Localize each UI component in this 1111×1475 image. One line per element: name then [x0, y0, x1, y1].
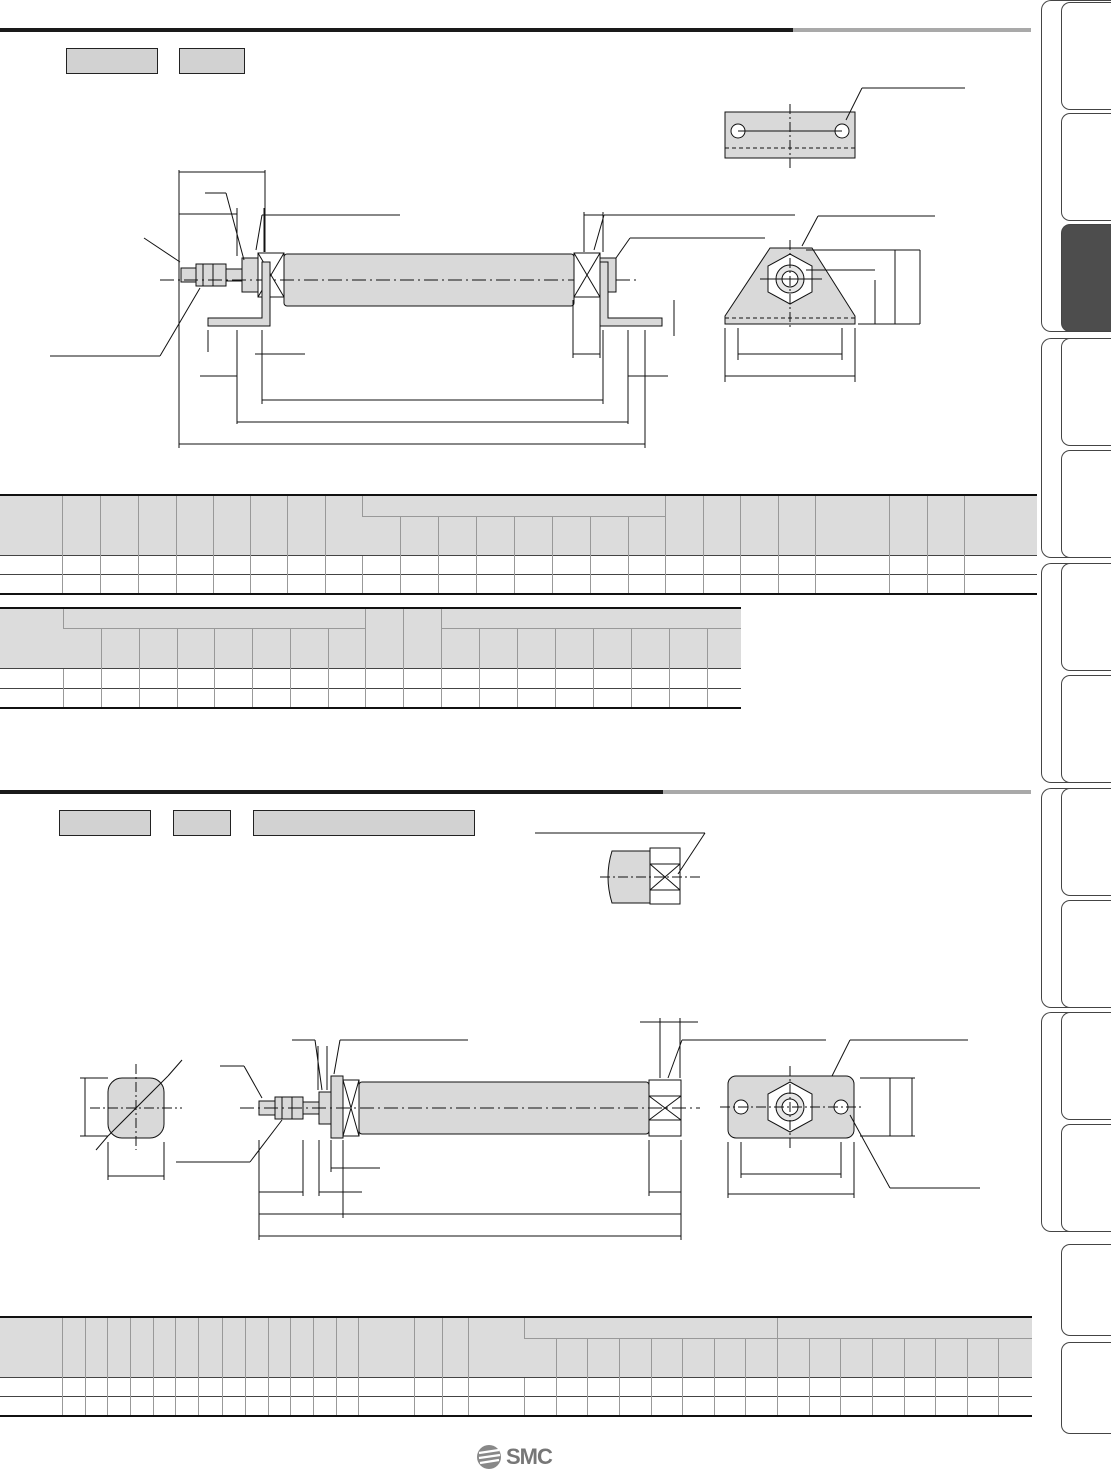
- index-tab-1[interactable]: [1061, 2, 1111, 110]
- table-row: [0, 667, 741, 688]
- index-tab-10[interactable]: [1061, 1012, 1111, 1120]
- section-1-mount-label-box: [179, 48, 245, 74]
- section-1-model-label-box: [66, 48, 158, 74]
- index-tab-7[interactable]: [1061, 675, 1111, 783]
- section-1-end-view: [724, 215, 935, 382]
- table-row: [0, 573, 1037, 595]
- section-2-rule-gray: [663, 790, 1031, 794]
- section-1-bracket-top-view: [724, 87, 965, 168]
- section-1-dimension-table-a: [0, 494, 1037, 595]
- section-2-dimension-table: [0, 1316, 1032, 1417]
- index-tab-13[interactable]: [1061, 1342, 1111, 1434]
- index-tab-11[interactable]: [1061, 1124, 1111, 1232]
- smc-logo-mark: [477, 1445, 501, 1469]
- smc-logo-icon: SMC: [476, 1444, 566, 1470]
- section-2-port-detail: [535, 832, 706, 905]
- section-1-dimension-table-b: [0, 607, 741, 709]
- table-row: [0, 687, 741, 709]
- index-tab-6[interactable]: [1061, 563, 1111, 671]
- technical-drawings: [50, 87, 980, 1240]
- index-tab-8[interactable]: [1061, 788, 1111, 896]
- index-tab-3-active[interactable]: [1061, 224, 1111, 332]
- index-tab-5[interactable]: [1061, 450, 1111, 558]
- brand-name: SMC: [506, 1444, 553, 1469]
- table-row: [0, 1376, 1032, 1396]
- index-tab-9[interactable]: [1061, 900, 1111, 1008]
- section-1-side-view: [50, 170, 795, 448]
- section-2-flange-end-view: [720, 1039, 980, 1198]
- index-tab-12[interactable]: [1061, 1244, 1111, 1336]
- section-2-rule-dark: [0, 790, 663, 794]
- section-1-rule-gray: [793, 28, 1031, 32]
- table-row: [0, 554, 1037, 574]
- section-2-square-end-view: [80, 1059, 183, 1180]
- table-row: [0, 1395, 1032, 1417]
- section-1-rule-dark: [0, 28, 793, 32]
- section-2-model-label-box: [59, 810, 151, 836]
- section-2-variant-label-box: [253, 810, 475, 836]
- index-tab-4[interactable]: [1061, 338, 1111, 446]
- section-2-side-view: [176, 1018, 826, 1240]
- section-2-mount-label-box: [173, 810, 231, 836]
- index-tab-2[interactable]: [1061, 113, 1111, 221]
